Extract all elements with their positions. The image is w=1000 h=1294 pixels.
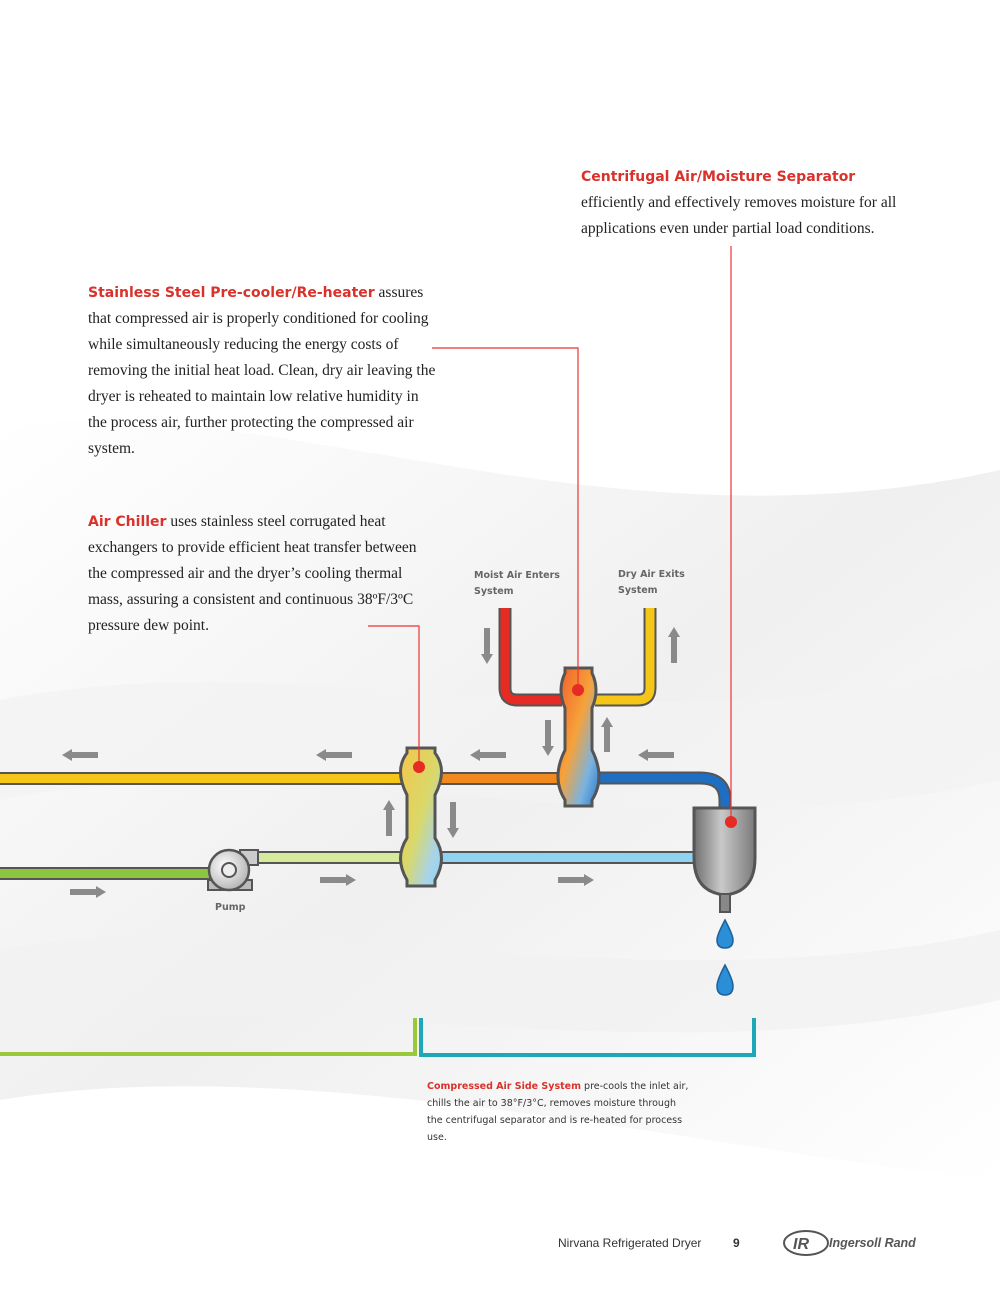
caption: Compressed Air Side System pre-cools the…: [427, 1078, 692, 1146]
logo-text: Ingersoll Rand: [829, 1236, 916, 1250]
moist-air-label-line2: System: [474, 586, 514, 597]
precooler-title: Stainless Steel Pre-cooler/Re-heater: [88, 285, 375, 301]
arrow-up-icon: [383, 800, 395, 836]
callout-line-chiller: [368, 625, 425, 773]
air-chiller: [399, 746, 443, 888]
light-green-pipe: [254, 851, 406, 864]
ingersoll-rand-logo: IR: [783, 1230, 829, 1256]
yellow-outlet-pipe: [0, 772, 411, 785]
moisture-separator: [692, 806, 757, 913]
arrow-up-icon: [668, 627, 680, 663]
blue-pipe-to-separator: [598, 771, 732, 812]
arrow-left-icon: [638, 749, 674, 761]
light-blue-pipe: [439, 851, 701, 864]
precooler-description: Stainless Steel Pre-cooler/Re-heater ass…: [88, 280, 438, 462]
arrow-down-icon: [481, 628, 493, 664]
chiller-title: Air Chiller: [88, 514, 167, 530]
moist-air-label-line1: Moist Air Enters: [474, 570, 560, 581]
water-drop-icon: [716, 963, 734, 996]
chiller-text: uses stainless steel corrugated heat exc…: [88, 513, 417, 634]
dry-air-label-line2: System: [618, 585, 658, 596]
arrow-down-icon: [447, 802, 459, 838]
callout-line-precooler: [432, 347, 584, 696]
moist-air-inlet-pipe: [498, 608, 562, 707]
logo-mark: IR: [793, 1236, 809, 1253]
arrow-left-icon: [470, 749, 506, 761]
caption-text: pre-cools the inlet air, chills the air …: [427, 1081, 689, 1143]
dry-air-outlet-pipe: [595, 608, 657, 707]
precooler-text: assures that compressed air is properly …: [88, 284, 436, 457]
pump-label: Pump: [215, 902, 246, 913]
bracket-green: [0, 1018, 417, 1056]
dry-air-label: Dry Air Exits System: [618, 567, 685, 599]
arrow-down-icon: [542, 720, 554, 756]
green-pipe: [0, 867, 211, 880]
water-drop-icon: [716, 918, 734, 949]
separator-title: Centrifugal Air/Moisture Separator: [581, 169, 856, 185]
arrow-right-icon: [320, 874, 356, 886]
arrow-left-icon: [62, 749, 98, 761]
arrow-right-icon: [558, 874, 594, 886]
footer-title: Nirvana Refrigerated Dryer: [558, 1236, 702, 1250]
arrow-left-icon: [316, 749, 352, 761]
arrow-right-icon: [70, 886, 106, 898]
arrow-up-icon: [601, 717, 613, 752]
orange-pipe: [435, 772, 561, 785]
chiller-description: Air Chiller uses stainless steel corruga…: [88, 509, 418, 639]
precooler-reheater: [556, 666, 601, 808]
bracket-teal: [419, 1018, 756, 1057]
caption-title: Compressed Air Side System: [427, 1081, 582, 1092]
separator-description: Centrifugal Air/Moisture Separator effic…: [581, 164, 961, 242]
pump: [207, 848, 259, 892]
dry-air-label-line1: Dry Air Exits: [618, 569, 685, 580]
page-number: 9: [733, 1236, 740, 1250]
separator-text: efficiently and effectively removes mois…: [581, 194, 897, 237]
moist-air-label: Moist Air Enters System: [474, 568, 560, 600]
callout-line-separator: [725, 246, 737, 828]
